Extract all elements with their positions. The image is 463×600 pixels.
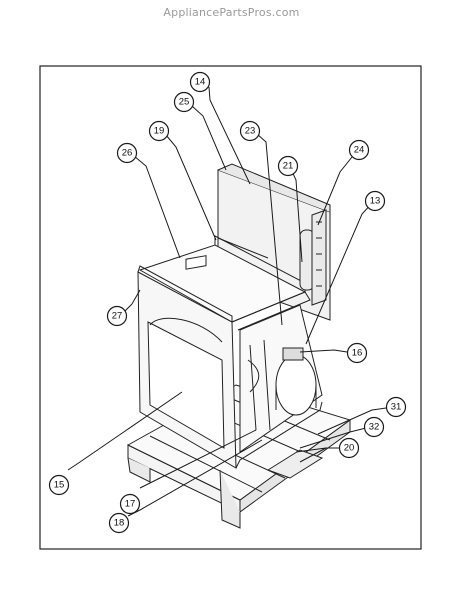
- callout-18: 18: [108, 512, 130, 534]
- callout-15: 15: [48, 474, 70, 496]
- callout-label: 27: [112, 311, 123, 322]
- callout-label: 32: [369, 422, 380, 433]
- diagram-frame: [39, 65, 422, 550]
- leader-32: [299, 427, 367, 449]
- callout-19: 19: [148, 120, 170, 142]
- callout-24: 24: [348, 139, 370, 161]
- callout-21: 21: [277, 155, 299, 177]
- leader-19: [165, 134, 217, 241]
- callout-26: 26: [116, 142, 138, 164]
- interior-components: [239, 209, 327, 479]
- callout-27: 27: [106, 305, 128, 327]
- leader-15: [67, 391, 183, 471]
- front-cabinet: [137, 265, 323, 469]
- callout-label: 15: [54, 480, 65, 491]
- callout-label: 17: [125, 499, 136, 510]
- leader-16: [299, 349, 348, 353]
- leader-24: [317, 151, 357, 226]
- callout-16: 16: [346, 342, 368, 364]
- callout-label: 24: [354, 145, 365, 156]
- callout-14: 14: [189, 71, 211, 93]
- callout-25: 25: [173, 91, 195, 113]
- callout-13: 13: [364, 190, 386, 212]
- callout-label: 23: [245, 126, 256, 137]
- callout-label: 20: [344, 443, 355, 454]
- callout-23: 23: [239, 120, 261, 142]
- callout-label: 18: [114, 518, 125, 529]
- leader-20: [295, 447, 340, 463]
- leader-14: [208, 86, 251, 185]
- callout-label: 19: [154, 126, 165, 137]
- callout-label: 26: [122, 148, 133, 159]
- callout-label: 16: [352, 348, 363, 359]
- callout-20: 20: [338, 437, 360, 459]
- leader-lines: [67, 86, 387, 517]
- leader-26: [133, 155, 181, 259]
- callout-17: 17: [119, 493, 141, 515]
- callout-label: 14: [195, 77, 206, 88]
- leader-31: [317, 407, 387, 435]
- callout-label: 25: [179, 97, 190, 108]
- callout-label: 31: [391, 402, 402, 413]
- callout-label: 13: [370, 196, 381, 207]
- watermark-text: AppliancePartsPros.com: [163, 6, 300, 19]
- leader-17: [139, 429, 257, 489]
- callout-bubbles: 14 25 19 23 26 21 24 13: [48, 71, 407, 534]
- callout-label: 21: [283, 161, 294, 172]
- leader-18: [127, 439, 263, 517]
- leader-23: [256, 133, 283, 326]
- callout-31: 31: [385, 396, 407, 418]
- unit-illustration: [126, 163, 352, 529]
- callout-32: 32: [363, 416, 385, 438]
- leader-25: [191, 105, 227, 171]
